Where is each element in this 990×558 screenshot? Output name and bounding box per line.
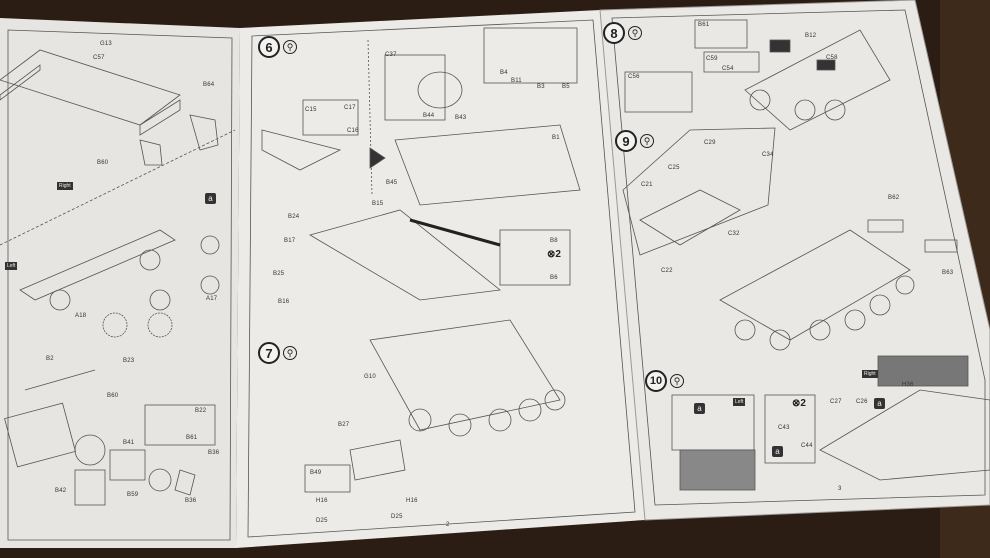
part-label: B36 bbox=[185, 498, 197, 504]
quantity-multiplier: ⊗2 bbox=[792, 398, 806, 409]
option-a-mark: a bbox=[694, 403, 705, 414]
part-label: D25 bbox=[316, 518, 328, 524]
part-label: C21 bbox=[641, 182, 653, 188]
part-label: G10 bbox=[364, 374, 376, 380]
part-label: B61 bbox=[698, 22, 710, 28]
part-label: B11 bbox=[511, 78, 522, 84]
part-label: C32 bbox=[728, 231, 740, 237]
left-page bbox=[0, 18, 240, 548]
part-label: B36 bbox=[208, 450, 220, 456]
part-label: B4 bbox=[500, 70, 508, 76]
part-label: H16 bbox=[316, 498, 328, 504]
part-label: C17 bbox=[344, 105, 356, 111]
part-label: C34 bbox=[762, 152, 774, 158]
part-label: C26 bbox=[856, 399, 868, 405]
part-label: B62 bbox=[888, 195, 900, 201]
part-label: B49 bbox=[310, 470, 322, 476]
right-side-tag: Right bbox=[862, 370, 878, 378]
part-label: B8 bbox=[550, 238, 558, 244]
part-label: C37 bbox=[385, 52, 397, 58]
option-a-mark: a bbox=[874, 398, 885, 409]
part-label: C58 bbox=[826, 55, 838, 61]
part-label: B2 bbox=[46, 356, 54, 362]
part-label: H36 bbox=[902, 382, 914, 388]
part-label: C44 bbox=[801, 443, 813, 449]
part-label: B12 bbox=[805, 33, 817, 39]
glue-icon: ⚲ bbox=[283, 40, 297, 54]
middle-page bbox=[236, 10, 645, 548]
part-label: B59 bbox=[127, 492, 139, 498]
option-a-mark: a bbox=[772, 446, 783, 457]
part-label: B5 bbox=[562, 84, 570, 90]
step-number: 8 bbox=[603, 22, 625, 44]
part-label: B41 bbox=[123, 440, 135, 446]
part-label: C54 bbox=[722, 66, 734, 72]
part-label: B63 bbox=[942, 270, 954, 276]
part-label: B60 bbox=[107, 393, 119, 399]
part-label: D25 bbox=[391, 514, 403, 520]
step-number: 10 bbox=[645, 370, 667, 392]
part-label: C16 bbox=[347, 128, 359, 134]
glue-icon: ⚲ bbox=[628, 26, 642, 40]
page-number: 2 bbox=[446, 522, 450, 528]
part-label: B42 bbox=[55, 488, 67, 494]
left-side-tag: Left bbox=[5, 262, 18, 270]
part-label: B60 bbox=[97, 160, 109, 166]
part-label: B25 bbox=[273, 271, 285, 277]
step-8: 8 ⚲ bbox=[603, 22, 642, 44]
quantity-multiplier: ⊗2 bbox=[547, 249, 561, 260]
step-9: 9 ⚲ bbox=[615, 130, 654, 152]
part-label: B16 bbox=[278, 299, 290, 305]
part-label: C15 bbox=[305, 107, 317, 113]
step-number: 9 bbox=[615, 130, 637, 152]
part-label: C43 bbox=[778, 425, 790, 431]
part-label: A18 bbox=[75, 313, 87, 319]
part-label: C25 bbox=[668, 165, 680, 171]
part-label: B1 bbox=[552, 135, 560, 141]
part-label: A17 bbox=[206, 296, 218, 302]
part-label: B23 bbox=[123, 358, 135, 364]
step-10: 10 ⚲ bbox=[645, 370, 684, 392]
part-label: C56 bbox=[628, 74, 640, 80]
part-label: C59 bbox=[706, 56, 718, 62]
part-label: B6 bbox=[550, 275, 558, 281]
part-label: B17 bbox=[284, 238, 296, 244]
right-side-tag: Right bbox=[57, 182, 73, 190]
step-number: 6 bbox=[258, 36, 280, 58]
glue-icon: ⚲ bbox=[670, 374, 684, 388]
part-label: B27 bbox=[338, 422, 350, 428]
step-number: 7 bbox=[258, 342, 280, 364]
part-label: C29 bbox=[704, 140, 716, 146]
part-label: B24 bbox=[288, 214, 300, 220]
part-label: H16 bbox=[406, 498, 418, 504]
part-label: B15 bbox=[372, 201, 384, 207]
part-label: C22 bbox=[661, 268, 673, 274]
part-label: B64 bbox=[203, 82, 215, 88]
part-label: B3 bbox=[537, 84, 545, 90]
glue-icon: ⚲ bbox=[640, 134, 654, 148]
part-label: B44 bbox=[423, 113, 435, 119]
glue-icon: ⚲ bbox=[283, 346, 297, 360]
part-label: G13 bbox=[100, 41, 112, 47]
part-label: B61 bbox=[186, 435, 198, 441]
step-6: 6 ⚲ bbox=[258, 36, 297, 58]
part-label: B45 bbox=[386, 180, 398, 186]
part-label: C57 bbox=[93, 55, 105, 61]
page-number: 3 bbox=[838, 486, 842, 492]
left-side-tag: Left bbox=[733, 398, 746, 406]
step-7: 7 ⚲ bbox=[258, 342, 297, 364]
option-a-mark: a bbox=[205, 193, 216, 204]
part-label: B22 bbox=[195, 408, 207, 414]
part-label: C27 bbox=[830, 399, 842, 405]
part-label: B43 bbox=[455, 115, 467, 121]
